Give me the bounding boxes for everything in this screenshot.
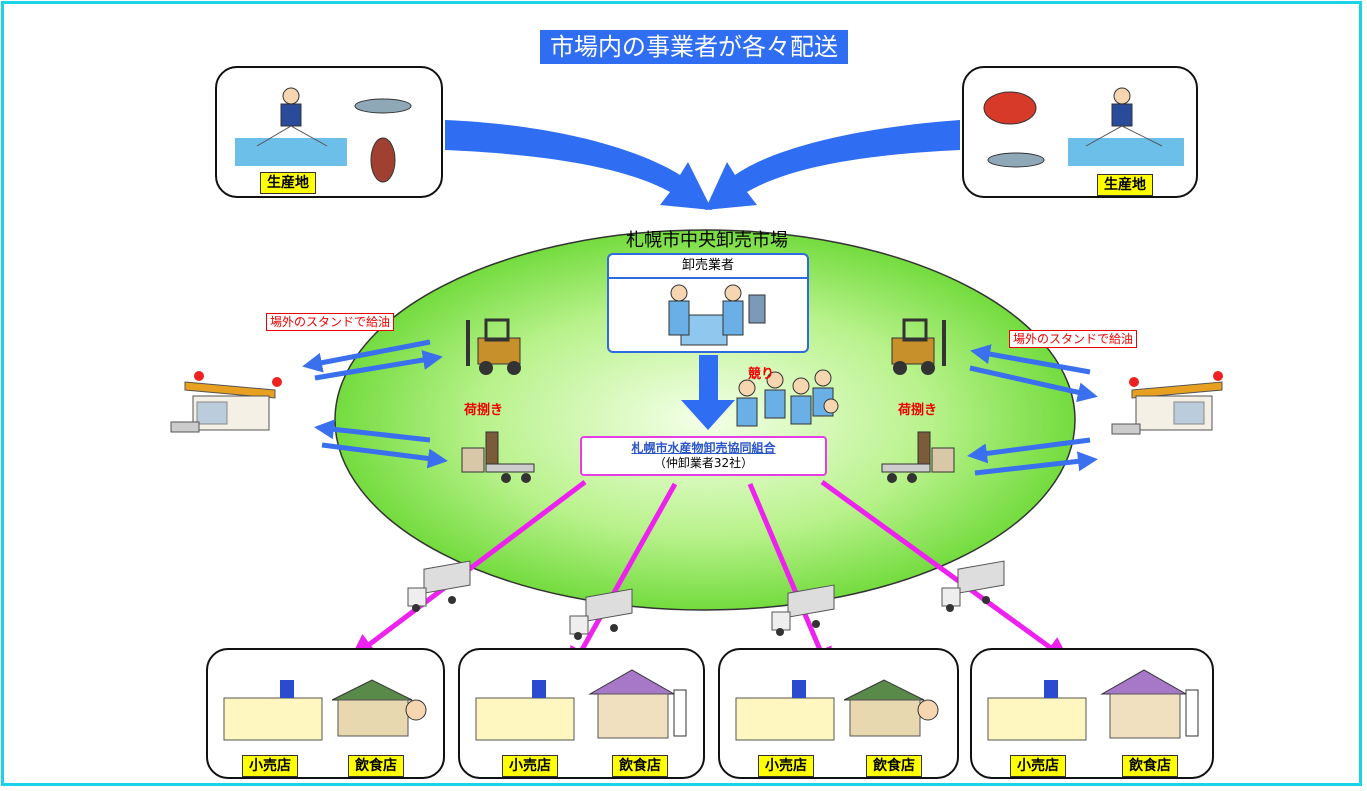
hand-cart-icon	[461, 431, 535, 483]
down-arrow	[681, 355, 735, 430]
store-scene-icon	[735, 679, 939, 741]
retail-label: 小売店	[242, 755, 298, 777]
cargo-label-left: 荷捌き	[464, 403, 504, 418]
origin-box-left: 生産地	[215, 66, 443, 198]
distribution-arrows	[350, 479, 1071, 674]
destination-box: 小売店 飲食店	[718, 648, 959, 779]
truck-icon	[941, 560, 1005, 612]
destination-box: 小売店 飲食店	[458, 648, 705, 779]
store-scene-icon	[987, 669, 1199, 741]
coop-name-link[interactable]: 札幌市水産物卸売協同組合	[631, 441, 776, 455]
restaurant-label: 飲食店	[348, 755, 404, 777]
auction-workers-icon	[736, 369, 839, 427]
gas-station-icon	[1111, 371, 1223, 435]
page-title: 市場内の事業者が各々配送	[540, 30, 848, 64]
fuel-label-left: 場外のスタンドで給油	[266, 313, 395, 331]
wholesaler-workers-icon	[668, 284, 766, 346]
coop-box[interactable]: 札幌市水産物卸売協同組合 （仲卸業者32社）	[580, 436, 827, 476]
restaurant-label: 飲食店	[1122, 755, 1178, 777]
wholesaler-box: 卸売業者	[607, 253, 809, 353]
market-name: 札幌市中央卸売市場	[626, 230, 788, 251]
fuel-label-right: 場外のスタンドで給油	[1009, 330, 1138, 348]
forklift-icon	[466, 318, 521, 375]
wholesaler-label: 卸売業者	[609, 255, 807, 279]
store-scene-icon	[223, 679, 427, 741]
fishing-scene-icon	[235, 87, 412, 183]
restaurant-label: 飲食店	[866, 755, 922, 777]
origin-label: 生産地	[1097, 174, 1153, 196]
cargo-label-right: 荷捌き	[898, 403, 938, 418]
destination-box: 小売店 飲食店	[206, 648, 445, 779]
fishing-scene-icon	[983, 87, 1184, 168]
store-scene-icon	[475, 669, 687, 741]
retail-label: 小売店	[758, 755, 814, 777]
origin-box-right: 生産地	[962, 66, 1198, 198]
truck-icon	[771, 584, 835, 636]
inflow-arrow-left	[445, 120, 712, 210]
truck-icon	[569, 588, 633, 640]
destination-box: 小売店 飲食店	[970, 648, 1214, 779]
coop-subtitle: （仲卸業者32社）	[653, 456, 754, 470]
fuel-arrows-right	[967, 344, 1098, 476]
auction-label: 競り	[748, 367, 775, 382]
hand-cart-icon	[881, 431, 955, 483]
forklift-icon	[891, 318, 946, 375]
inflow-arrow-right	[705, 120, 960, 210]
origin-label: 生産地	[260, 172, 316, 194]
fuel-arrows-left	[302, 339, 448, 469]
retail-label: 小売店	[1010, 755, 1066, 777]
gas-station-icon	[170, 371, 282, 433]
retail-label: 小売店	[502, 755, 558, 777]
truck-icon	[407, 560, 471, 612]
restaurant-label: 飲食店	[612, 755, 668, 777]
